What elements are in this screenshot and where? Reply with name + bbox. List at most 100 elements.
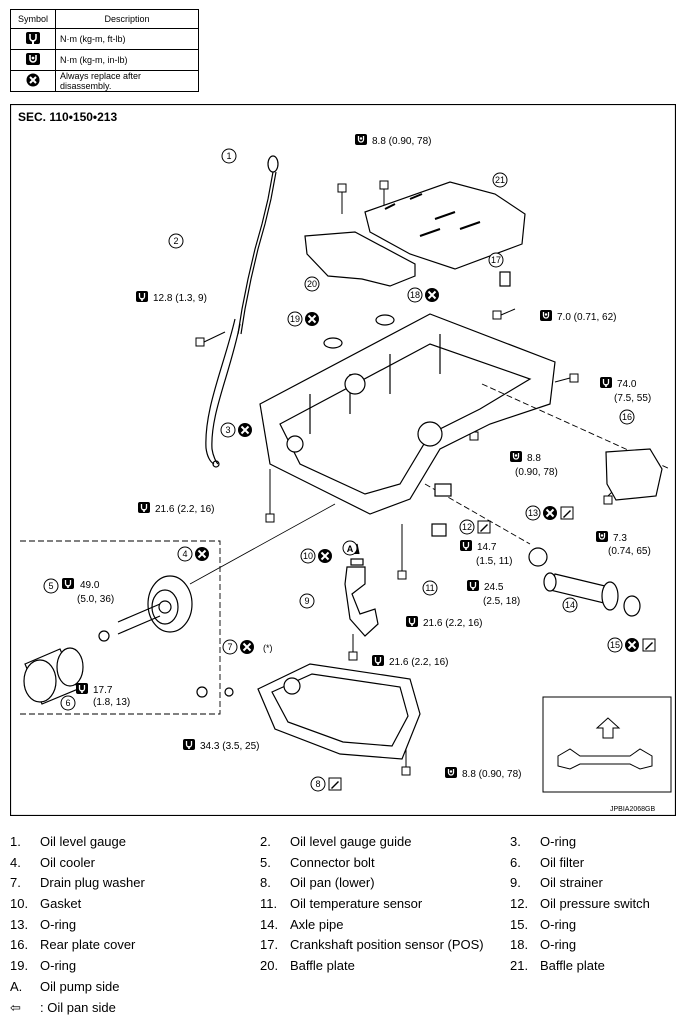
- legend-item: ⇦: Oil pan side: [10, 1000, 116, 1016]
- callout-circle: [221, 148, 237, 164]
- sensor: [431, 271, 511, 537]
- callout-circle: [287, 311, 303, 327]
- torque-value: 21.6 (2.2, 16): [389, 657, 448, 668]
- legend-label: Connector bolt: [290, 854, 375, 870]
- callout-circle: [300, 548, 316, 564]
- legend-item: 19.O-ring: [10, 958, 76, 973]
- axle-pipe: [528, 547, 641, 617]
- torque-value: (1.8, 13): [93, 697, 130, 708]
- legend-number: 6.: [510, 854, 521, 870]
- legend-item: 14.Axle pipe: [260, 917, 343, 932]
- torque-value: 24.5: [484, 582, 504, 593]
- legend-number: 17.: [260, 937, 279, 953]
- callout-circle: [43, 578, 59, 594]
- callout-circle: [310, 776, 326, 792]
- torque-value: 8.8: [527, 453, 541, 464]
- legend-number: 11.: [260, 896, 278, 912]
- legend-row: 1. Oil level gauge 2. Oil level gauge guide…: [10, 834, 680, 855]
- torque-value: 7.3: [613, 533, 627, 544]
- callout-number: 2: [173, 236, 178, 246]
- torque-wrench-icon: [10, 28, 56, 50]
- legend-label: Baffle plate: [290, 958, 355, 974]
- callout-number: 13: [528, 508, 538, 518]
- parts-legend: 1. Oil level gauge 2. Oil level gauge guide…: [10, 834, 680, 1020]
- legend-item: 7.Drain plug washer: [10, 875, 145, 890]
- legend-number: 13.: [10, 916, 29, 932]
- callout-number: 5: [48, 581, 53, 591]
- legend-item: 18.O-ring: [510, 937, 576, 952]
- legend-number: 16.: [10, 937, 29, 953]
- callout-circle: [562, 597, 578, 613]
- legend-number: 10.: [10, 896, 29, 912]
- legend-item: 1. Oil level gauge: [10, 834, 126, 849]
- legend-label: O-ring: [40, 958, 77, 974]
- callout-number: 10: [303, 551, 313, 561]
- callout-number: 15: [610, 640, 620, 650]
- callout-circle: [60, 695, 76, 711]
- torque-value: (0.90, 78): [515, 467, 558, 478]
- legend-row: ⇦: Oil pan side: [10, 1000, 680, 1020]
- always-replace-icon: [239, 639, 255, 655]
- always-replace-icon: [424, 287, 440, 303]
- legend-item: 4.Oil cooler: [10, 855, 95, 870]
- section-label: SEC. 110•150•213: [18, 110, 118, 124]
- legend-item: 17.Crankshaft position sensor (POS): [260, 937, 484, 952]
- callout-number: 6: [65, 698, 70, 708]
- legend-label: Oil level gauge: [40, 834, 126, 849]
- legend-number: 1.: [10, 834, 21, 849]
- legend-label: Gasket: [40, 896, 82, 912]
- sealant-icon: [642, 638, 656, 652]
- torque-value: 8.8 (0.90, 78): [462, 769, 521, 780]
- asterisk-note: (*): [263, 643, 273, 653]
- torque-value: 17.7: [93, 685, 113, 696]
- legend-number: 20.: [260, 958, 279, 974]
- always-replace-icon: [237, 422, 253, 438]
- legend-item: A.Oil pump side: [10, 979, 119, 994]
- sealant-icon: [328, 777, 342, 791]
- legend-item: 15.O-ring: [510, 917, 576, 932]
- callout-number: 19: [290, 314, 300, 324]
- callout-circle: [607, 637, 623, 653]
- callout-number: 3: [225, 425, 230, 435]
- legend-number: 2.: [260, 834, 271, 849]
- legend-item: 5. Connector bolt: [260, 855, 375, 870]
- symbol-description: N·m (kg-m, ft-lb): [55, 28, 199, 50]
- always-replace-icon: [194, 546, 210, 562]
- callout-circle: [459, 519, 475, 535]
- legend-label: Oil pressure switch: [540, 896, 650, 912]
- callout-circle: [525, 505, 541, 521]
- torque-value: 49.0: [80, 580, 100, 591]
- legend-number: 12.: [510, 896, 529, 912]
- legend-label: Baffle plate: [540, 958, 605, 974]
- always-replace-icon: [624, 637, 640, 653]
- callout-circle: [220, 422, 236, 438]
- legend-number: 9.: [510, 875, 521, 891]
- callout-number: 7: [227, 642, 232, 652]
- callout-circle: [177, 546, 193, 562]
- callout-circle: [304, 276, 320, 292]
- torque-wrench-small-icon: [10, 49, 56, 71]
- legend-label: Oil level gauge guide: [290, 834, 412, 849]
- legend-item: 10. Gasket: [10, 896, 81, 911]
- callout-number: 20: [307, 279, 317, 289]
- callout-number: 16: [622, 412, 632, 422]
- legend-number: 7.: [10, 875, 21, 891]
- legend-item: 20. Baffle plate: [260, 958, 355, 973]
- always-replace-icon: [317, 548, 333, 564]
- rear-plate-cover: [323, 314, 663, 501]
- symbol-description: Always replace after disassembly.: [55, 70, 199, 92]
- callout-circle: [222, 639, 238, 655]
- callout-number: 11: [425, 583, 434, 593]
- callout-circle: [168, 233, 184, 249]
- symbol-header: Symbol: [10, 9, 56, 29]
- torque-value: 12.8 (1.3, 9): [153, 293, 207, 304]
- legend-number: 5.: [260, 854, 271, 870]
- legend-item: 6.Oil filter: [510, 855, 584, 870]
- torque-value: (5.0, 36): [77, 594, 114, 605]
- symbol-description: N·m (kg-m, in-lb): [55, 49, 199, 71]
